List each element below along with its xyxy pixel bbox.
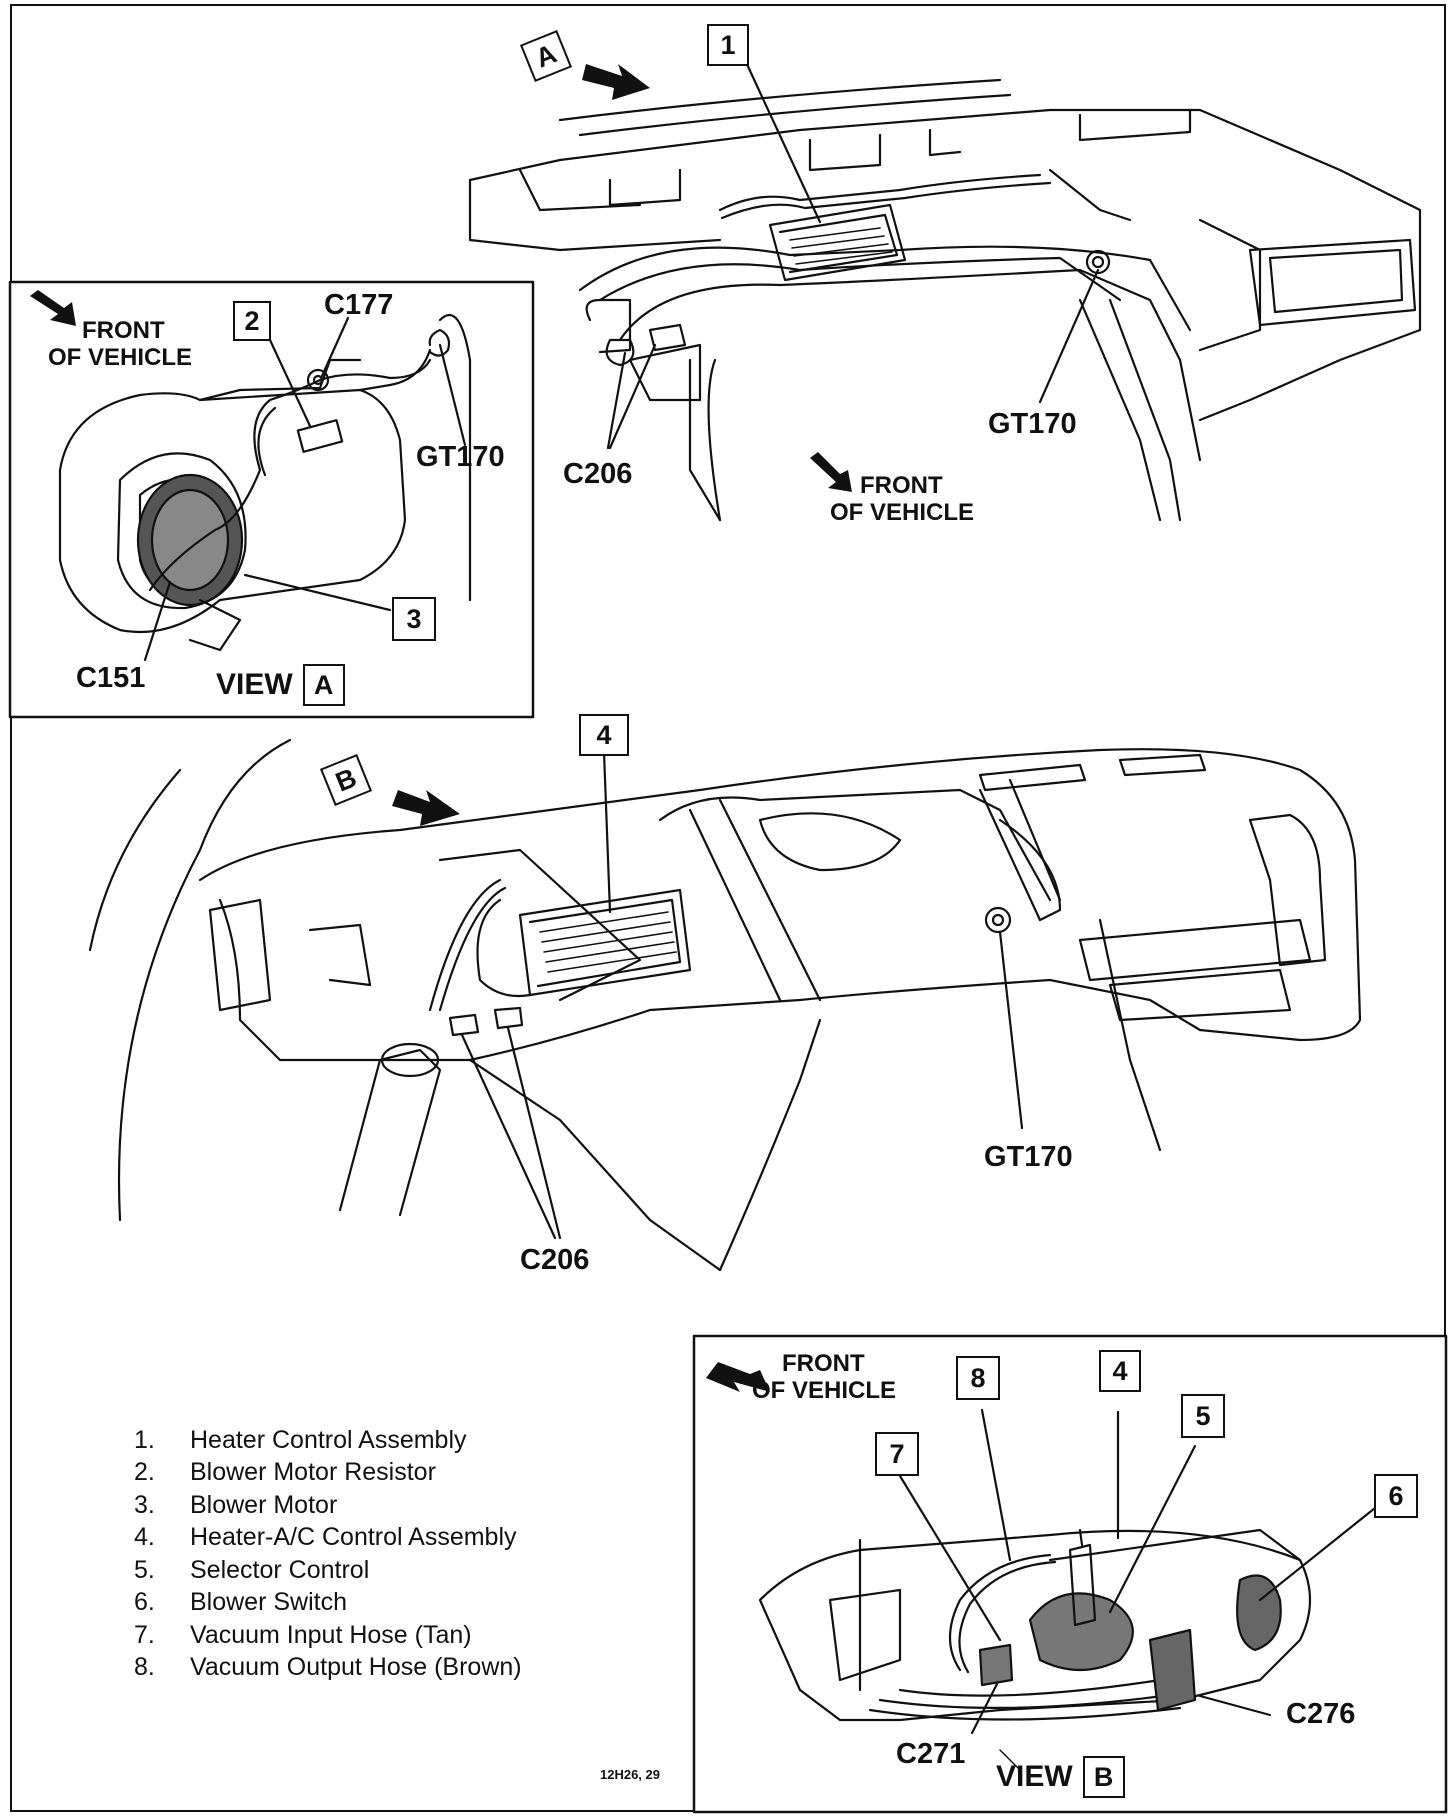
top-dashboard-drawing [468,58,1422,522]
legend-num: 5. [134,1555,155,1584]
front-of-vehicle-view-b: FRONT OF VEHICLE [752,1350,896,1405]
figure-id: 12H26, 29 [600,1767,660,1782]
front-line2: OF VEHICLE [830,498,975,526]
legend-item: 2. Blower Motor Resistor [134,1457,522,1490]
label-c276: C276 [1286,1698,1356,1730]
label-gt170-mid: GT170 [984,1141,1073,1173]
callout-1: 1 [707,24,749,66]
legend-num: 1. [134,1425,155,1454]
front-of-vehicle-top: FRONT OF VEHICLE [830,472,974,527]
label-c151: C151 [76,662,146,694]
legend-item: 7. Vacuum Input Hose (Tan) [134,1619,522,1652]
legend-text: Vacuum Input Hose (Tan) [190,1620,472,1649]
label-c206-mid: C206 [520,1244,590,1276]
front-line2: OF VEHICLE [48,343,193,371]
parts-legend: 1. Heater Control Assembly 2. Blower Motor… [134,1424,522,1684]
label-c271: C271 [896,1738,966,1770]
legend-text: Vacuum Output Hose (Brown) [190,1653,522,1682]
legend-item: 1. Heater Control Assembly [134,1424,522,1457]
front-arrow-view-b [706,1362,770,1392]
blower-motor-drawing [58,313,472,662]
legend-num: 4. [134,1523,155,1552]
legend-text: Heater Control Assembly [190,1425,467,1454]
view-b-inset [692,1334,1448,1814]
callout-4-view-b: 4 [1099,1350,1141,1392]
view-b-letter: B [1082,1756,1125,1798]
front-line1: FRONT [860,472,943,499]
legend-item: 6. Blower Switch [134,1587,522,1620]
front-arrow-view-a [30,290,76,326]
view-a-direction-arrow [582,64,650,100]
view-b-direction-arrow [392,790,460,826]
legend-item: 4. Heater-A/C Control Assembly [134,1522,522,1555]
callout-7: 7 [875,1432,919,1476]
front-line1: FRONT [82,317,165,344]
legend-item: 5. Selector Control [134,1554,522,1587]
view-b-label: VIEW B [996,1756,1125,1798]
callout-4-main: 4 [579,714,629,756]
view-a-letter: A [302,664,345,706]
label-gt170-view-a: GT170 [416,441,505,473]
callout-8: 8 [956,1356,1000,1400]
control-head-drawing [758,1408,1377,1771]
legend-item: 3. Blower Motor [134,1489,522,1522]
legend-item: 8. Vacuum Output Hose (Brown) [134,1652,522,1685]
legend-text: Blower Motor [190,1490,338,1519]
front-arrow-top [810,452,852,492]
label-gt170-top: GT170 [988,408,1077,440]
legend-text: Blower Motor Resistor [190,1458,436,1487]
front-line1: FRONT [782,1350,865,1377]
middle-dashboard-drawing [88,738,1362,1272]
view-word: VIEW [216,668,293,701]
legend-num: 7. [134,1620,155,1649]
legend-text: Heater-A/C Control Assembly [190,1523,517,1552]
view-word: VIEW [996,1760,1073,1793]
front-line2: OF VEHICLE [752,1376,897,1404]
legend-num: 8. [134,1653,155,1682]
front-of-vehicle-view-a: FRONT OF VEHICLE [48,317,192,372]
callout-6: 6 [1374,1474,1418,1518]
callout-3: 3 [392,597,436,641]
legend-text: Selector Control [190,1555,370,1584]
view-a-inset [8,280,535,719]
view-a-label: VIEW A [216,664,345,706]
label-c177: C177 [324,289,394,321]
legend-num: 2. [134,1458,155,1487]
legend-num: 3. [134,1490,155,1519]
callout-2: 2 [233,301,271,341]
callout-5: 5 [1181,1394,1225,1438]
label-c206-top: C206 [563,458,633,490]
legend-num: 6. [134,1588,155,1617]
legend-text: Blower Switch [190,1588,347,1617]
